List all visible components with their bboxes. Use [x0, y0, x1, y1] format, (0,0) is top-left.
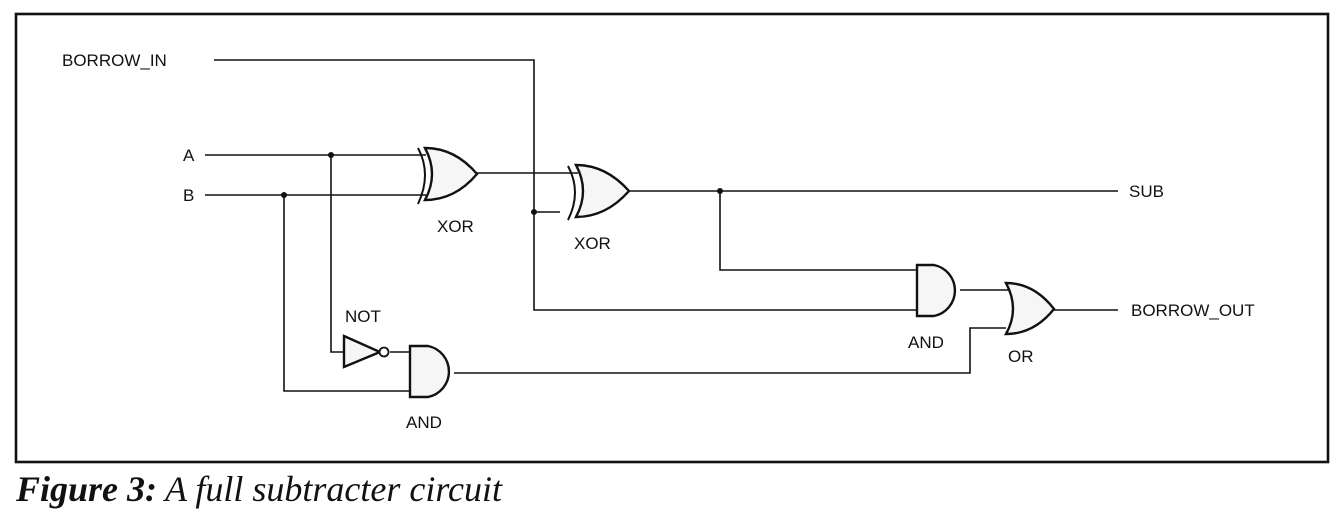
figure-caption: Figure 3:A full subtracter circuit	[16, 468, 502, 510]
label-and-2: AND	[908, 333, 944, 352]
figure-frame	[14, 12, 1330, 464]
label-b: B	[183, 186, 194, 205]
label-xor-2: XOR	[574, 234, 611, 253]
caption-number: Figure 3:	[16, 469, 158, 509]
wire-sub-to-and2	[719, 191, 918, 271]
xor-gate-2	[567, 163, 631, 221]
label-xor-1: XOR	[437, 217, 474, 236]
junction-b	[281, 192, 287, 198]
label-and-1: AND	[406, 413, 442, 432]
label-or: OR	[1008, 347, 1034, 366]
junction-borrow	[531, 209, 537, 215]
wire-b-to-and	[283, 195, 410, 392]
label-a: A	[183, 146, 195, 165]
and-gate-2	[915, 263, 957, 318]
junction-a	[328, 152, 334, 158]
label-borrow-in: BORROW_IN	[62, 51, 167, 70]
not-gate	[342, 334, 390, 369]
label-not: NOT	[345, 307, 381, 326]
xor-gate-1	[417, 146, 479, 205]
or-gate	[1003, 281, 1056, 336]
caption-text: A full subtracter circuit	[165, 469, 502, 509]
label-borrow-out: BORROW_OUT	[1131, 301, 1255, 320]
and-gate-1	[408, 344, 451, 399]
label-sub: SUB	[1129, 182, 1164, 201]
wire-borrow-in	[214, 59, 918, 311]
wire-and1-out	[454, 327, 1006, 374]
wire-a-to-not	[330, 155, 344, 353]
